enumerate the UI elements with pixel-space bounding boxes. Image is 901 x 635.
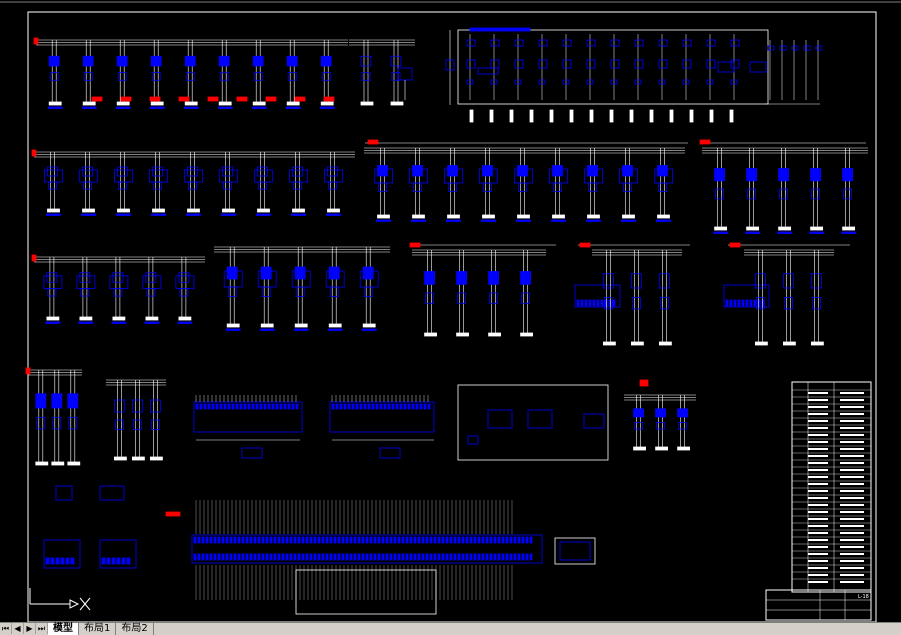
ucs-axis-icon xyxy=(29,588,91,611)
circuit-blocks xyxy=(25,27,868,615)
next-icon[interactable]: ▶ xyxy=(24,623,36,634)
title-block-label: L-18 xyxy=(858,594,869,600)
drawing-border xyxy=(27,11,877,622)
tab-layout-1[interactable]: 布局1 xyxy=(79,623,117,635)
drawing-canvas[interactable]: L-18 xyxy=(0,0,901,622)
last-icon[interactable]: ⏭ xyxy=(36,623,48,634)
tab-model[interactable]: 模型 xyxy=(48,623,79,635)
first-icon[interactable]: ⏮ xyxy=(0,623,12,634)
title-block: L-18 xyxy=(765,381,872,621)
cad-drawing[interactable]: L-18 xyxy=(0,0,901,622)
prev-icon[interactable]: ◀ xyxy=(12,623,24,634)
tab-layout-2[interactable]: 布局2 xyxy=(116,623,154,635)
